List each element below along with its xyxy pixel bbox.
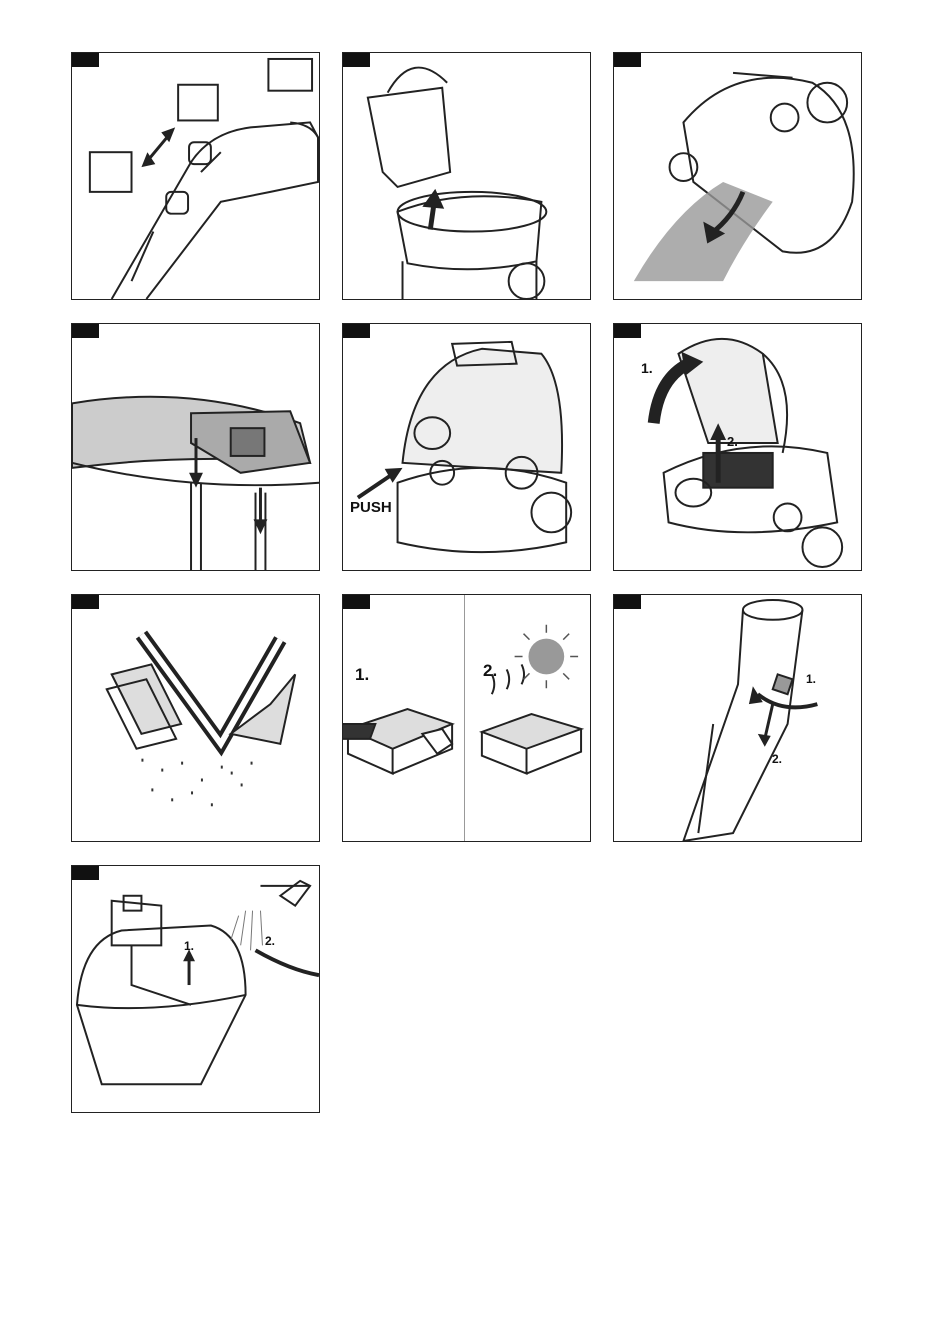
illustration-panel-8: 1. 2. (342, 594, 591, 842)
illustration-panel-4 (71, 323, 320, 571)
filter-clean-dry-illustration (343, 595, 590, 841)
rotate-arrow-icon (758, 694, 818, 707)
illustration-panel-7 (71, 594, 320, 842)
airflow-min-icon (90, 152, 132, 192)
push-label: PUSH (350, 499, 392, 516)
filter-bag-insert-illustration (72, 324, 319, 570)
step-label-2: 2. (772, 752, 782, 766)
filter-knock-out-illustration (72, 595, 319, 841)
step-label-1: 1. (184, 939, 194, 953)
step-label-1: 1. (806, 672, 816, 686)
illustration-panel-6: 1. 2. (613, 323, 862, 571)
illustration-panel-1 (71, 52, 320, 300)
float-basket-rinse-illustration (72, 866, 319, 1112)
illustration-panel-2 (342, 52, 591, 300)
airflow-max-icon (268, 59, 312, 91)
handle-airflow-illustration (72, 53, 319, 299)
sun-icon (528, 639, 564, 675)
illustration-panel-5: PUSH (342, 323, 591, 571)
vacuum-push-latch-illustration (343, 324, 590, 570)
step-label-1: 1. (641, 360, 653, 376)
step-label-2: 2. (727, 434, 738, 449)
empty-container-illustration (614, 53, 861, 299)
step-label-2: 2. (483, 661, 497, 681)
filter-basket-removal-illustration (343, 53, 590, 299)
nozzle-attachment-illustration (614, 595, 861, 841)
step-label-1: 1. (355, 665, 369, 685)
illustration-panel-9: 1. 2. (613, 594, 862, 842)
illustration-panel-10: 1. 2. (71, 865, 320, 1113)
down-arrow-icon (765, 704, 773, 739)
curved-arrow-icon (654, 364, 689, 424)
illustration-panel-3 (613, 52, 862, 300)
step-label-2: 2. (265, 934, 275, 948)
dust-particles (141, 759, 252, 807)
dirt-pile (634, 182, 773, 281)
airflow-medium-icon (178, 85, 218, 121)
